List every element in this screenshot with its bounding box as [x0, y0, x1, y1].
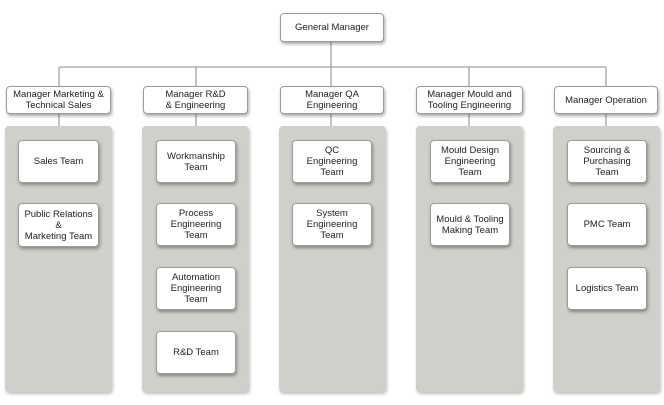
manager-qa-box: Manager QA Engineering [280, 86, 384, 114]
team-system-engineering: System Engineering Team [292, 203, 372, 246]
team-workmanship: Workmanship Team [156, 140, 236, 183]
manager-operation-box: Manager Operation [554, 86, 658, 114]
team-sales: Sales Team [18, 140, 99, 183]
team-label: PMC Team [583, 219, 631, 230]
manager-rnd-label: Manager R&D & Engineering [165, 89, 226, 111]
manager-marketing-label: Manager Marketing & Technical Sales [13, 89, 104, 111]
manager-mould-label: Manager Mould and Tooling Engineering [427, 89, 512, 111]
team-logistics: Logistics Team [567, 267, 647, 310]
team-pmc: PMC Team [567, 203, 647, 246]
team-qc-engineering: QC Engineering Team [292, 140, 372, 183]
team-label: Workmanship Team [167, 150, 225, 173]
manager-rnd-box: Manager R&D & Engineering [143, 86, 248, 114]
team-public-relations-marketing: Public Relations & Marketing Team [18, 203, 99, 247]
team-process-engineering: Process Engineering Team [156, 203, 236, 246]
team-label: Logistics Team [575, 283, 639, 294]
team-automation-engineering: Automation Engineering Team [156, 267, 236, 310]
manager-mould-box: Manager Mould and Tooling Engineering [416, 86, 523, 114]
team-label: QC Engineering Team [306, 145, 358, 178]
team-label: Mould & Tooling Making Team [436, 213, 504, 236]
manager-operation-label: Manager Operation [565, 94, 647, 106]
general-manager-box: General Manager [280, 13, 384, 42]
team-sourcing-purchasing: Sourcing & Purchasing Team [567, 140, 647, 183]
team-mould-design-engineering: Mould Design Engineering Team [430, 140, 510, 183]
team-mould-tooling-making: Mould & Tooling Making Team [430, 203, 510, 246]
team-label: System Engineering Team [306, 208, 358, 241]
manager-marketing-box: Manager Marketing & Technical Sales [6, 86, 111, 114]
general-manager-label: General Manager [295, 22, 369, 33]
team-label: R&D Team [173, 347, 219, 358]
team-label: Mould Design Engineering Team [440, 145, 500, 178]
team-label: Process Engineering Team [170, 208, 222, 241]
team-label: Public Relations & Marketing Team [24, 208, 93, 242]
team-label: Automation Engineering Team [170, 272, 222, 305]
team-rnd: R&D Team [156, 331, 236, 374]
team-label: Sourcing & Purchasing Team [583, 145, 631, 178]
team-label: Sales Team [33, 156, 84, 167]
manager-qa-label: Manager QA Engineering [305, 89, 359, 111]
